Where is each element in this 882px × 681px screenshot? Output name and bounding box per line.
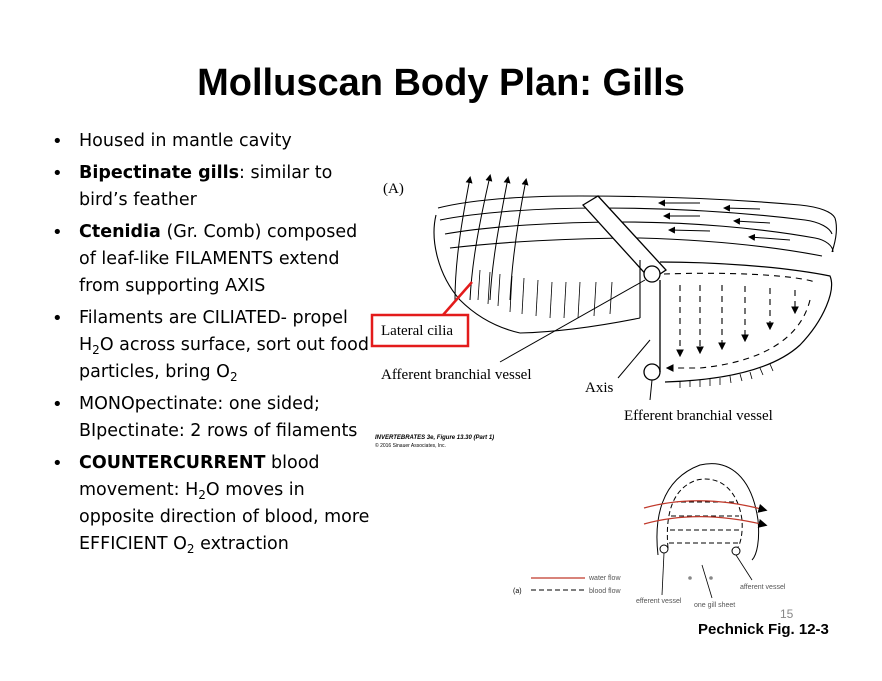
bullet-text: blood movement: H [79,453,320,500]
left-blade [433,214,641,334]
bullet-item: COUNTERCURRENT blood movement: H2O moves… [52,450,372,558]
upper-filaments [437,195,837,257]
bullet-text: (Gr. Comb) composed of leaf-like FILAMEN… [79,222,358,296]
lateral-cilia-label: Lateral cilia [381,323,453,339]
right-blade-bottom-cilia [679,363,774,388]
subscript: 2 [186,542,195,556]
afferent-label: Afferent branchial vessel [381,367,532,383]
bullet-text: extraction [194,534,289,554]
efferent-vessel-label-b: efferent vessel [636,598,682,605]
bullet-text: O moves in opposite direction of blood, … [79,480,370,554]
lateral-cilia-box [370,313,470,348]
figure-caption-1: INVERTEBRATES 3e, Figure 13.30 (Part 1) [375,435,494,441]
subscript: 2 [92,343,100,357]
legend-water-label: water flow [588,575,621,582]
figure-caption-2: © 2016 Sinauer Associates, Inc. [375,442,446,449]
gill-sheet-label-b: one gill sheet [694,602,735,609]
bullet-item: Bipectinate gills: similar to bird’s fea… [52,160,372,214]
left-blade-hatching [477,269,613,319]
blood-flow-dashes [663,272,816,372]
water-flow-arrows [454,174,529,301]
subscript: 2 [229,370,238,384]
panel-label-b: (a) [513,588,522,595]
subscript: 2 [198,488,206,502]
right-blade [659,261,833,383]
bullet-text: O across surface, sort out food particle… [79,335,369,382]
efferent-label: Efferent branchial vessel [624,408,773,424]
axis-strut [581,195,667,281]
efferent-vessel-bottom [643,363,661,381]
bullet-text: Housed in mantle cavity [79,131,292,151]
panel-label-a: (A) [383,181,404,197]
bold-term: COUNTERCURRENT [79,453,266,473]
bullet-item: Ctenidia (Gr. Comb) composed of leaf-lik… [52,219,372,300]
bold-term: Bipectinate gills [79,163,240,183]
legend-blood-label: blood flow [589,588,621,595]
leader-lines [499,279,653,401]
gill-sheet-b [643,463,768,599]
bullet-text: MONOpectinate: one sided; BIpectinate: 2… [79,394,358,441]
afferent-vessel-label-b: afferent vessel [740,584,786,591]
bullet-list: Housed in mantle cavityBipectinate gills… [52,128,372,563]
bullet-text: Filaments are CILIATED- propel H [79,308,348,355]
slide-number: 15 [780,607,794,621]
axis-label: Axis [585,380,614,396]
afferent-vessel-top [643,265,661,283]
bullet-item: MONOpectinate: one sided; BIpectinate: 2… [52,391,372,445]
slide-title: Molluscan Body Plan: Gills [197,62,685,104]
upper-filament-arrows [658,199,791,241]
bullet-item: Filaments are CILIATED- propel H2O acros… [52,305,372,386]
bullet-item: Housed in mantle cavity [52,128,372,155]
bold-term: Ctenidia [79,222,161,242]
bullet-text: : similar to bird’s feather [79,163,333,210]
figure-credit: Pechnick Fig. 12-3 [698,621,829,638]
